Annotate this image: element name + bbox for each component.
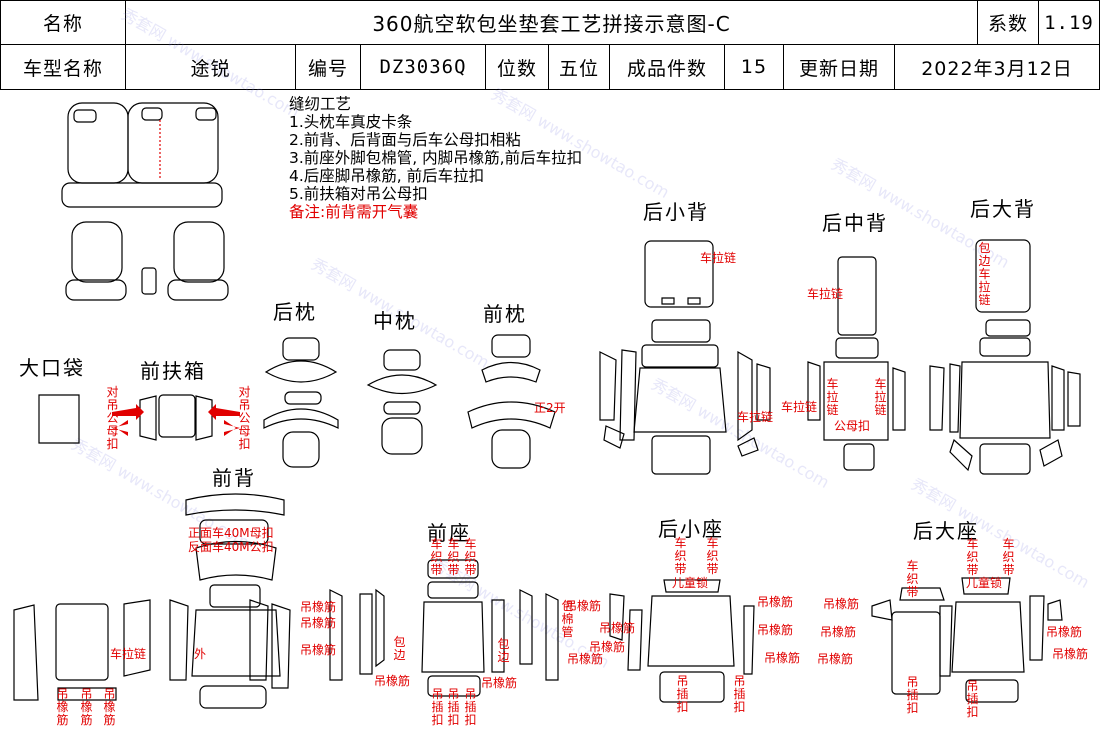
label-kids-lock: 儿童锁 — [966, 576, 1003, 590]
title-rear-small-back: 后小背 — [643, 200, 709, 224]
front-pillow-parts — [468, 335, 555, 468]
rear-mid-back-parts — [808, 257, 905, 470]
title-rear-mid-back: 后中背 — [822, 211, 888, 235]
rear-big-seat-parts — [872, 578, 1062, 702]
front-back-parts — [14, 494, 290, 708]
title-mid-pillow: 中枕 — [373, 309, 417, 333]
label-hang-rubber: 吊橡筋 — [80, 687, 93, 727]
label-hang-rubber: 吊橡筋 — [103, 687, 116, 727]
label-weave-belt: 车织带 — [464, 537, 477, 577]
label-rubber: 吊橡筋 — [817, 652, 854, 666]
front-seat-parts — [330, 560, 558, 696]
label-hang-buckle: 吊插扣 — [676, 674, 689, 714]
mid-pillow-parts — [368, 350, 436, 454]
note-item: 1.头枕车真皮卡条 — [289, 113, 413, 131]
label-armrest-hang: 对吊公母扣 — [238, 385, 251, 451]
label-back-male: 反面车40M公扣 — [188, 540, 274, 554]
label-hang-buckle: 吊插扣 — [447, 687, 460, 727]
label-rubber: 吊橡筋 — [565, 599, 602, 613]
label-weave-belt: 车织带 — [966, 537, 979, 577]
label-wrap-edge-zip: 包边车拉链 — [978, 241, 991, 307]
title-big-pocket: 大口袋 — [19, 356, 85, 380]
car-overview-drawing — [62, 103, 228, 300]
label-female-buckle: 公母扣 — [834, 419, 871, 433]
label-kids-lock: 儿童锁 — [672, 576, 709, 590]
title-front-back: 前背 — [212, 466, 256, 490]
label-weave-belt: 车织带 — [430, 537, 443, 577]
label-hang-buckle: 吊插扣 — [733, 674, 746, 714]
front-armrest-parts — [140, 395, 212, 440]
title-rear-big-seat: 后大座 — [913, 519, 979, 543]
label-zip: 车拉链 — [737, 410, 774, 424]
label-hang-rubber: 吊橡筋 — [56, 687, 69, 727]
label-rubber: 吊橡筋 — [764, 651, 801, 665]
label-hang-buckle: 吊插扣 — [966, 679, 979, 719]
label-rubber: 吊橡筋 — [757, 623, 794, 637]
armrest-arrows — [112, 404, 240, 436]
label-zip-v: 车拉链 — [826, 377, 839, 417]
label-rubber: 吊橡筋 — [599, 621, 636, 635]
label-rubber: 吊橡筋 — [300, 600, 337, 614]
label-rubber: 吊橡筋 — [481, 676, 518, 690]
note-item: 5.前扶箱对吊公母扣 — [289, 185, 428, 203]
rear-big-back-parts — [930, 240, 1080, 474]
rear-small-back-parts — [600, 241, 770, 474]
label-rubber: 吊橡筋 — [1046, 625, 1083, 639]
label-wrap-tube: 包棉管 — [561, 599, 574, 639]
label-hang-buckle: 吊插扣 — [464, 687, 477, 727]
label-hang-buckle: 吊插扣 — [431, 687, 444, 727]
label-rubber: 吊橡筋 — [300, 616, 337, 630]
label-rubber: 吊橡筋 — [757, 595, 794, 609]
label-weave-belt: 车织带 — [1002, 537, 1015, 577]
label-rubber: 吊橡筋 — [1052, 647, 1089, 661]
label-open2: 正2开 — [534, 401, 566, 415]
big-pocket-panel — [39, 395, 79, 443]
label-hang-buckle: 吊插扣 — [906, 675, 919, 715]
label-rubber: 吊橡筋 — [300, 643, 337, 657]
label-wrap: 包边 — [393, 635, 406, 662]
header-table: 名称 360航空软包坐垫套工艺拼接示意图-C 系数 1.19 车型名称 途锐 编… — [0, 0, 1100, 90]
note-item: 2.前背、后背面与后车公母扣相粘 — [289, 131, 521, 149]
label-weave-belt: 车织带 — [674, 536, 687, 576]
label-rubber: 吊橡筋 — [823, 597, 860, 611]
label-zip: 车拉链 — [807, 287, 844, 301]
title-front-armrest: 前扶箱 — [140, 359, 206, 383]
title-rear-small-seat: 后小座 — [658, 517, 724, 541]
label-weave-belt: 车织带 — [447, 537, 460, 577]
sewing-notes: 缝纫工艺 1.头枕车真皮卡条 2.前背、后背面与后车公母扣相粘 3.前座外脚包棉… — [289, 95, 582, 221]
label-rubber: 吊橡筋 — [374, 674, 411, 688]
label-face-female: 正面车40M母扣 — [188, 526, 274, 540]
title-rear-big-back: 后大背 — [970, 197, 1036, 221]
note-item: 3.前座外脚包棉管, 内脚吊橡筋,前后车拉扣 — [289, 149, 583, 167]
title-front-pillow: 前枕 — [483, 302, 527, 326]
title-front-seat: 前座 — [427, 521, 471, 545]
label-zip: 车拉链 — [110, 647, 147, 661]
label-weave-belt: 车织带 — [906, 559, 919, 599]
label-zip: 车拉链 — [700, 251, 737, 265]
label-weave-belt: 车织带 — [706, 536, 719, 576]
label-rubber: 吊橡筋 — [820, 625, 857, 639]
label-zip-v: 车拉链 — [874, 377, 887, 417]
notes-title: 缝纫工艺 — [289, 95, 352, 113]
rear-pillow-parts — [264, 338, 338, 467]
title-rear-pillow: 后枕 — [273, 300, 317, 324]
label-armrest-hang: 对吊公母扣 — [106, 385, 119, 451]
rear-small-seat-parts — [610, 580, 754, 702]
label-rubber: 吊橡筋 — [567, 652, 604, 666]
label-wrap: 包边 — [497, 637, 510, 664]
label-zip: 车拉链 — [781, 400, 818, 414]
notes-remark: 备注:前背需开气囊 — [289, 203, 419, 221]
label-outer: 外 — [194, 647, 207, 661]
note-item: 4.后座脚吊橡筋, 前后车拉扣 — [289, 167, 485, 185]
label-rubber: 吊橡筋 — [589, 640, 626, 654]
